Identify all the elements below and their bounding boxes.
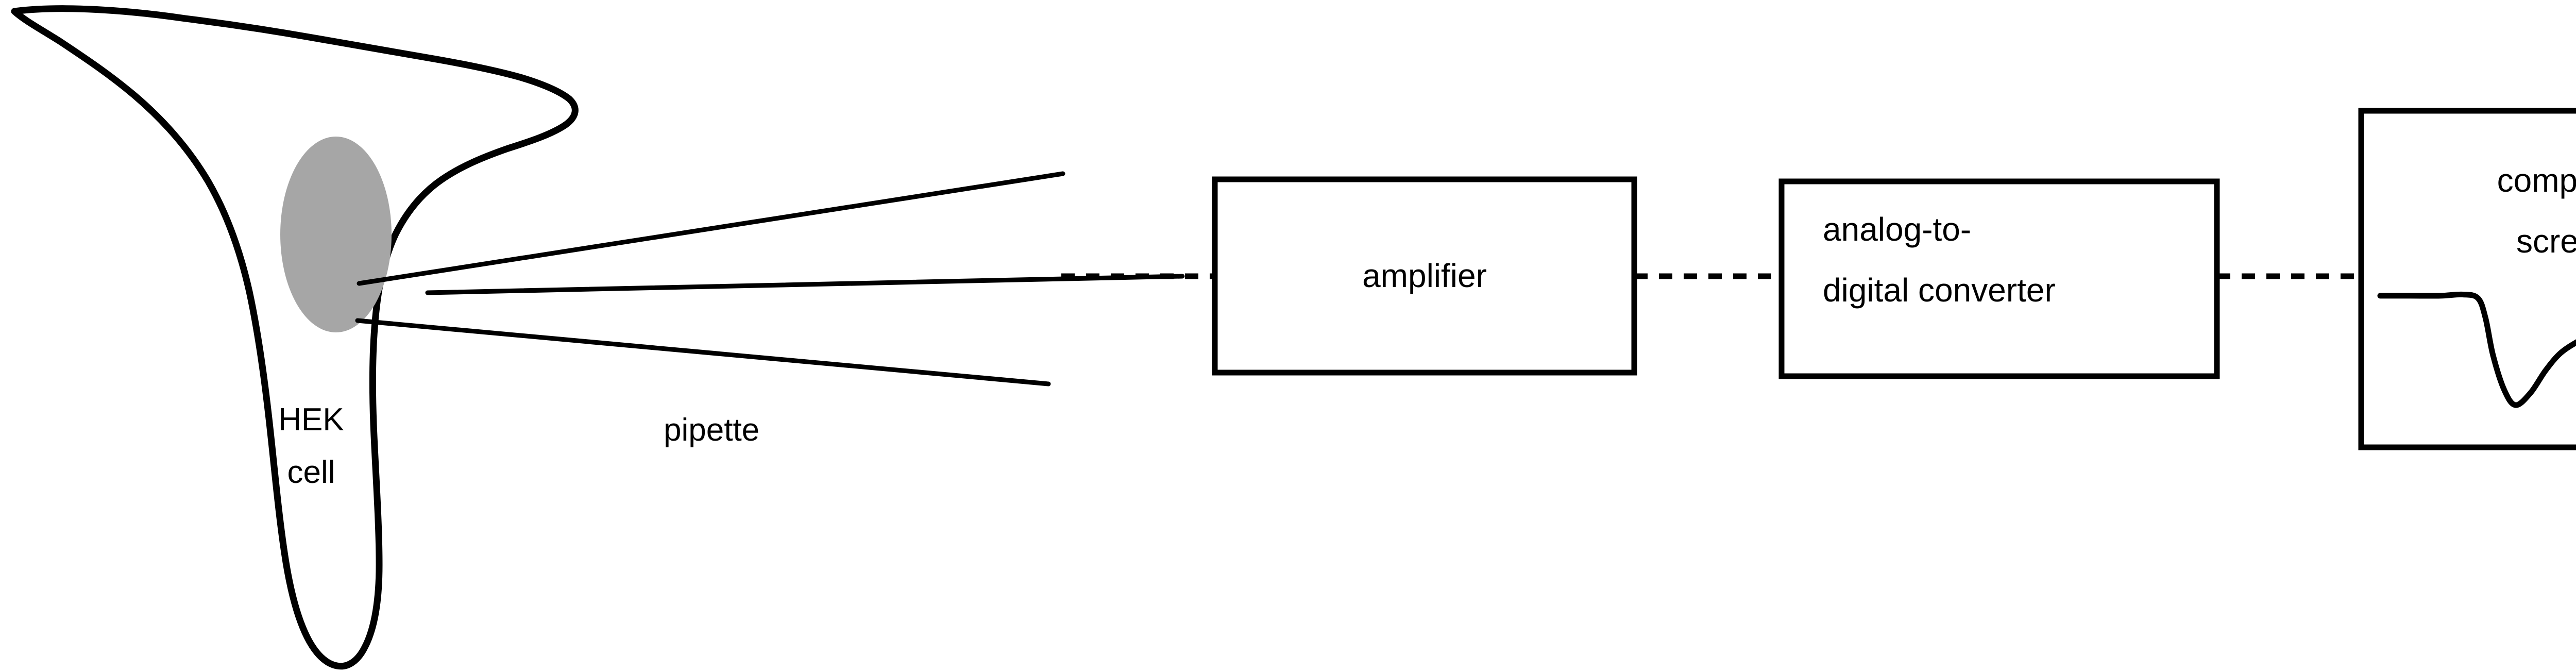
current-trace — [2377, 291, 2576, 408]
adc-box-label-line1: analog-to- — [1823, 211, 1971, 248]
computer-screen-label-line2: screen — [2516, 223, 2576, 260]
amplifier-box-group[interactable]: amplifier — [1212, 176, 1637, 376]
hek-cell-group: HEK cell — [11, 5, 579, 670]
cell-membrane-outline — [11, 5, 579, 670]
computer-screen-box[interactable] — [2358, 108, 2576, 450]
hek-cell-label-line2: cell — [287, 455, 335, 490]
adc-box-group[interactable]: analog-to- digital converter — [1778, 178, 2220, 379]
pipette-label: pipette — [664, 412, 759, 448]
computer-screen-label-line1: computer — [2497, 162, 2576, 199]
amplifier-box[interactable] — [1212, 176, 1637, 376]
hek-cell-label-line1: HEK — [278, 402, 344, 438]
nucleus — [280, 137, 392, 332]
adc-box[interactable] — [1778, 178, 2220, 379]
pipette-tip-center-line — [425, 274, 1185, 295]
adc-box-label-line2: digital converter — [1823, 272, 2056, 309]
pipette-wall-top — [357, 171, 1065, 286]
amplifier-box-label: amplifier — [1362, 257, 1487, 294]
pipette-group: pipette — [355, 171, 1185, 448]
pipette-wall-bottom — [355, 318, 1051, 387]
computer-screen-group[interactable]: computer screen — [2358, 108, 2576, 450]
